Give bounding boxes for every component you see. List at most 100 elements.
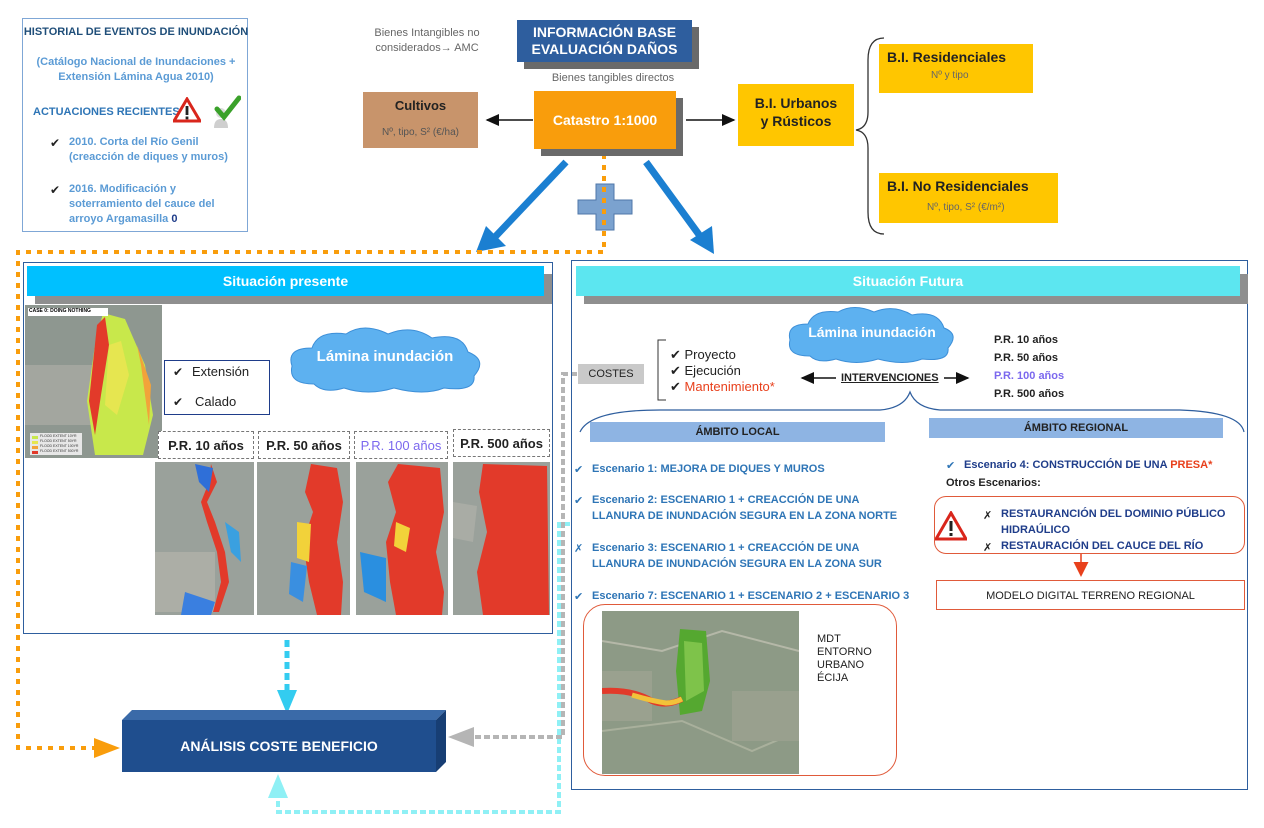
bi-no-residenciales-box: B.I. No Residenciales Nº, tipo, S² (€/m²… [879,173,1058,223]
history-panel: HISTORIAL DE EVENTOS DE INUNDACIÓN (Catá… [22,18,248,232]
grey-link-costes [470,372,577,739]
mdt-regional-box: MODELO DIGITAL TERRENO REGIONAL [936,580,1245,610]
history-subtitle: (Catálogo Nacional de Inundaciones + Ext… [36,56,236,83]
ambito-regional-header: ÁMBITO REGIONAL [929,418,1223,438]
pr-10-map [155,462,254,615]
cost-item: ✔ Proyecto [670,347,736,362]
present-panel [23,262,553,634]
check-icon: ✔ [670,363,685,378]
info-base-title: INFORMACIÓN BASE EVALUACIÓN DAÑOS [517,20,692,62]
grey-arrow-head [448,727,474,747]
present-checklist: ✔ Extensión ✔ Calado [164,360,270,415]
mdt-local-map [602,611,799,774]
regional-item: RESTAURACIÓN DEL CAUCE DEL RÍO [1001,540,1204,552]
present-main-map: CASE 0: DOING NOTHING FLOOD EXTENT 10YR … [25,305,162,458]
bi-residenciales-subtitle: Nº y tipo [931,70,969,81]
warning-icon [173,97,201,123]
check-label: Extensión [192,364,250,379]
bi-residenciales-box: B.I. Residenciales Nº y tipo [879,44,1033,93]
history-item-text: 2016. Modificación y soterramiento del c… [69,183,215,225]
local-mdt-box [583,604,897,776]
orange-dotted-link [16,154,606,750]
scenario-4: Escenario 4: CONSTRUCCIÓN DE UNA PRESA* [964,459,1213,471]
cloud-present [290,327,481,393]
flood-map-image [25,305,162,458]
cost-item: ✔ Ejecución [670,363,741,378]
present-header: Situación presente [27,266,544,296]
scenario-3: Escenario 3: ESCENARIO 1 + CREACCIÓN DE … [592,542,882,570]
arrow-to-present [491,159,569,241]
check-icon: ✔ [946,460,956,472]
cyan-link-future [276,522,570,814]
future-pr-item: P.R. 10 años [994,334,1058,346]
ambito-local-header: ÁMBITO LOCAL [590,422,885,442]
check-icon: ✔ [173,395,184,409]
check-icon: ✔ [50,136,61,150]
cross-icon: ✗ [983,510,993,522]
legend-item: FLOOD EXTENT 50YR [40,439,77,443]
brace-bi [855,37,885,235]
lamina-present: Lámina inundación [316,348,454,365]
ambito-brace [579,390,1245,433]
check-icon: ✔ [574,495,584,507]
cultivos-box: Cultivos Nº, tipo, S² (€/ha) [363,92,478,148]
bi-residenciales-title: B.I. Residenciales [887,49,1007,65]
acb-3d-shape [122,710,446,772]
tangibles-note: Bienes tangibles directos [551,72,675,84]
check-icon: ✔ [670,379,685,394]
pr-100-map [356,462,448,615]
regional-item: RESTAURANCIÓN DEL DOMINIO PÚBLICO HIDRAÚ… [1001,508,1226,536]
catastro-box: Catastro 1:1000 [534,91,676,149]
costes-label: COSTES [578,364,644,384]
recent-actions-label: ACTUACIONES RECIENTES [33,106,180,118]
future-panel [571,260,1248,790]
arrow-head-future [690,226,714,254]
cost-list: ✔ Proyecto ✔ Ejecución ✔ Mantenimiento* [670,347,775,395]
check-icon: ✔ [50,183,61,197]
bi-urbanos-box: B.I. Urbanos y Rústicos [738,84,854,146]
bi-no-residenciales-subtitle: Nº, tipo, S² (€/m²) [927,202,1005,213]
cultivos-subtitle: Nº, tipo, S² (€/ha) [381,127,459,138]
history-item: 2010. Corta del Río Genil (creacción de … [69,136,228,163]
map-legend: FLOOD EXTENT 10YR FLOOD EXTENT 50YR FLOO… [40,434,78,454]
cyan-arrow-head-present [277,690,297,714]
bi-no-residenciales-title: B.I. No Residenciales [887,178,1029,194]
check-label: Calado [195,394,237,409]
mdt-local-label: MDT ENTORNO URBANO ÉCIJA [817,633,872,684]
intervenciones-label: INTERVENCIONES [841,372,939,384]
pr-500-map [453,462,550,615]
arrow-head-present [476,226,506,252]
pr-500-label: P.R. 500 años [453,429,550,457]
pr-100-label: P.R. 100 años [354,431,448,459]
warning-icon [935,511,967,541]
cross-icon: ✗ [574,543,584,555]
future-pr-item: P.R. 50 años [994,352,1058,364]
history-item: 2016. Modificación y soterramiento del c… [69,182,245,227]
future-header: Situación Futura [576,266,1240,296]
plus-icon [577,183,633,231]
history-title: HISTORIAL DE EVENTOS DE INUNDACIÓN [23,26,249,38]
legend-item: FLOOD EXTENT 100YR [40,444,79,448]
cyan-arrow-head-future [268,774,288,798]
acb-box: ANÁLISIS COSTE BENEFICIO [122,720,436,772]
arrow-to-future [643,159,703,239]
costes-bracket [657,339,666,401]
otros-escenarios: Otros Escenarios: [946,477,1041,489]
scenario-1: Escenario 1: MEJORA DE DIQUES Y MUROS [592,463,825,475]
future-pr-list: P.R. 10 años P.R. 50 años P.R. 100 años … [994,331,1064,403]
future-pr-item: P.R. 100 años [994,370,1065,382]
check-icon: ✔ [173,365,184,379]
cross-icon: ✗ [983,542,993,554]
pr-50-map [257,462,350,615]
pr-10-label: P.R. 10 años [158,431,254,459]
map-caption: CASE 0: DOING NOTHING [29,308,91,314]
future-pr-item: P.R. 500 años [994,388,1065,400]
regional-options-box: ✗ RESTAURANCIÓN DEL DOMINIO PÚBLICO HIDR… [934,496,1245,554]
intangibles-note: Bienes Intangibles no considerados→ AMC [374,27,480,54]
scenario-2: Escenario 2: ESCENARIO 1 + CREACCIÓN DE … [592,494,898,522]
scenario-7: Escenario 7: ESCENARIO 1 + ESCENARIO 2 +… [592,590,910,602]
lamina-future: Lámina inundación [808,324,936,340]
check-icon: ✔ [574,591,584,603]
check-icon: ✔ [574,464,584,476]
